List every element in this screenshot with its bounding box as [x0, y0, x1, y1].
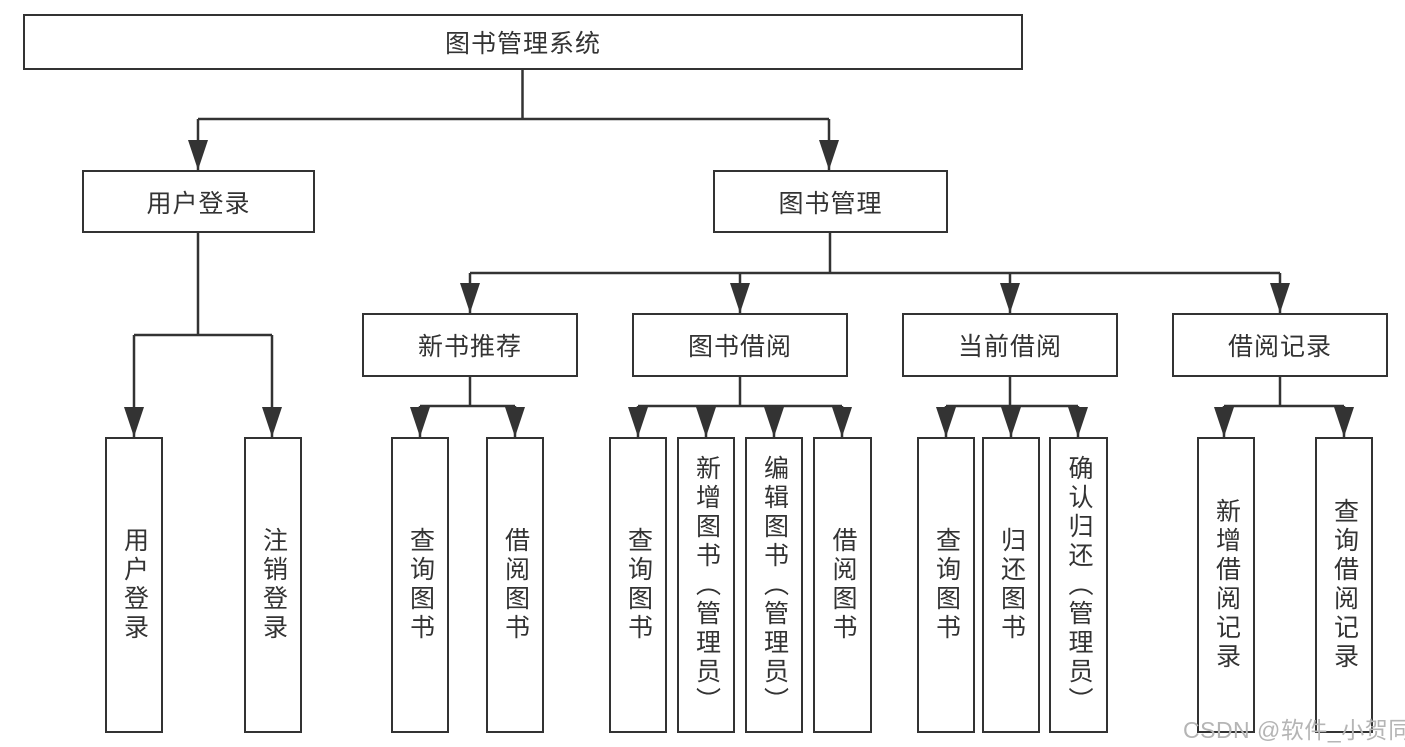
csdn-watermark: CSDN @软件_小贺同学 [1183, 717, 1405, 743]
leaf-query-book-borrow: 查询图书 [609, 437, 667, 733]
node-label: 图书借阅 [687, 333, 792, 361]
node-label: 当前借阅 [957, 333, 1062, 361]
node-label: 查询图书 [406, 527, 435, 643]
node-user-login: 用户登录 [82, 170, 315, 233]
edge-root-to-level2 [188, 69, 839, 170]
edge-currentborrow-to-leaves [936, 377, 1088, 437]
leaf-confirm-return-admin: 确认归还（管理员） [1049, 437, 1108, 733]
node-label: 新增图书（管理员） [692, 454, 721, 716]
node-label: 查询图书 [624, 527, 653, 643]
node-root-library-system: 图书管理系统 [23, 14, 1023, 70]
leaf-query-borrow-record: 查询借阅记录 [1315, 437, 1373, 733]
node-label: 查询借阅记录 [1330, 498, 1359, 672]
node-book-management: 图书管理 [713, 170, 948, 233]
edge-borrowrecords-to-leaves [1214, 377, 1354, 437]
node-label: 归还图书 [997, 527, 1026, 643]
leaf-add-book-admin: 新增图书（管理员） [677, 437, 735, 733]
leaf-logout: 注销登录 [244, 437, 302, 733]
node-current-borrow: 当前借阅 [902, 313, 1118, 377]
edge-bookmgmt-to-level3 [460, 233, 1290, 313]
leaf-borrow-book: 借阅图书 [813, 437, 872, 733]
node-label: 新书推荐 [417, 333, 522, 361]
node-label: 编辑图书（管理员） [760, 454, 789, 716]
edge-userlogin-to-leaves [124, 233, 282, 437]
node-label: 用户登录 [146, 189, 251, 218]
node-label: 确认归还（管理员） [1065, 454, 1093, 716]
leaf-return-book: 归还图书 [982, 437, 1040, 733]
leaf-add-borrow-record: 新增借阅记录 [1197, 437, 1255, 733]
node-book-borrow: 图书借阅 [632, 313, 848, 377]
leaf-user-login: 用户登录 [105, 437, 163, 733]
node-label: 注销登录 [259, 527, 288, 643]
node-label: 借阅记录 [1227, 333, 1332, 361]
node-label: 查询图书 [932, 527, 961, 643]
edge-newbook-to-leaves [410, 377, 525, 437]
node-label: 借阅图书 [501, 527, 530, 643]
leaf-edit-book-admin: 编辑图书（管理员） [745, 437, 803, 733]
node-label: 图书管理 [778, 189, 883, 218]
node-new-book-recommend: 新书推荐 [362, 313, 578, 377]
leaf-query-book-current: 查询图书 [917, 437, 975, 733]
node-label: 图书管理系统 [444, 30, 601, 58]
node-label: 借阅图书 [829, 527, 857, 643]
leaf-query-book-recommend: 查询图书 [391, 437, 449, 733]
node-label: 新增借阅记录 [1212, 498, 1241, 672]
leaf-borrow-book-recommend: 借阅图书 [486, 437, 544, 733]
edge-bookborrow-to-leaves [628, 377, 852, 437]
node-label: 用户登录 [120, 527, 149, 643]
node-borrow-records: 借阅记录 [1172, 313, 1388, 377]
